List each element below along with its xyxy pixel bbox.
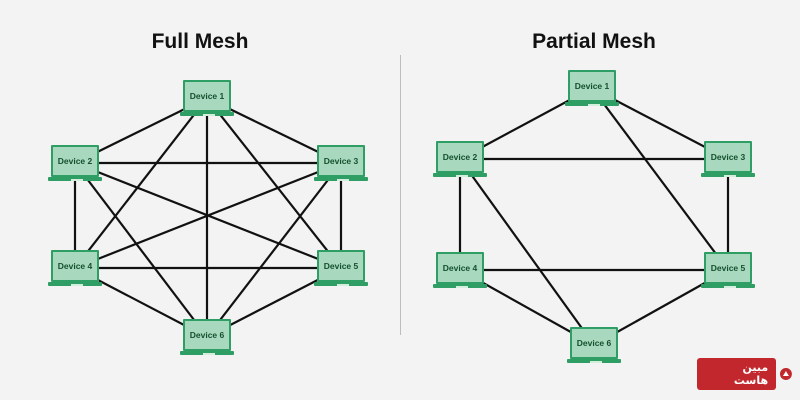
link-device-1-device-4	[74, 97, 208, 269]
laptop-notch	[71, 179, 83, 181]
partial-mesh-device-6: Device 6	[567, 327, 621, 363]
device-label: Device 3	[323, 156, 359, 166]
full-mesh-links	[73, 97, 343, 338]
device-label: Device 4	[442, 263, 478, 273]
panel-divider	[400, 55, 401, 335]
laptop-notch	[337, 284, 349, 286]
laptop-notch	[71, 284, 83, 286]
link-device-1-device-5	[206, 97, 342, 269]
watermark-text: مبین هاست	[697, 358, 777, 390]
device-label: Device 5	[710, 263, 746, 273]
partial-mesh-links	[458, 87, 730, 346]
laptop-notch	[203, 353, 215, 355]
device-label: Device 4	[57, 261, 93, 271]
device-label: Device 2	[57, 156, 93, 166]
link-device-2-device-6	[74, 162, 208, 338]
device-label: Device 6	[189, 330, 225, 340]
link-device-1-device-5	[591, 87, 729, 271]
full-mesh-device-2: Device 2	[48, 145, 102, 181]
partial-mesh-device-5: Device 5	[701, 252, 755, 288]
logo-icon	[780, 368, 793, 380]
partial-mesh-title: Partial Mesh	[532, 30, 656, 53]
device-label: Device 6	[576, 338, 612, 348]
laptop-notch	[724, 175, 736, 177]
device-label: Device 1	[574, 81, 610, 91]
laptop-notch	[203, 114, 215, 116]
link-device-2-device-6	[459, 158, 595, 346]
watermark-badge: مبین هاست	[697, 358, 793, 390]
full-mesh-device-6: Device 6	[180, 319, 234, 355]
laptop-notch	[724, 286, 736, 288]
link-device-3-device-4	[74, 161, 342, 270]
device-label: Device 1	[189, 91, 225, 101]
device-label: Device 3	[710, 152, 746, 162]
full-mesh-title: Full Mesh	[151, 30, 249, 53]
full-mesh-device-1: Device 1	[180, 80, 234, 116]
laptop-notch	[456, 175, 468, 177]
partial-mesh-device-2: Device 2	[433, 141, 487, 177]
partial-mesh-device-4: Device 4	[433, 252, 487, 288]
partial-mesh-device-1: Device 1	[565, 70, 619, 106]
laptop-notch	[456, 286, 468, 288]
laptop-notch	[588, 104, 600, 106]
device-label: Device 2	[442, 152, 478, 162]
partial-mesh-device-3: Device 3	[701, 141, 755, 177]
full-mesh-device-4: Device 4	[48, 250, 102, 286]
device-label: Device 5	[323, 261, 359, 271]
full-mesh-device-3: Device 3	[314, 145, 368, 181]
link-device-3-device-6	[206, 162, 342, 338]
laptop-notch	[337, 179, 349, 181]
laptop-notch	[590, 361, 602, 363]
full-mesh-device-5: Device 5	[314, 250, 368, 286]
